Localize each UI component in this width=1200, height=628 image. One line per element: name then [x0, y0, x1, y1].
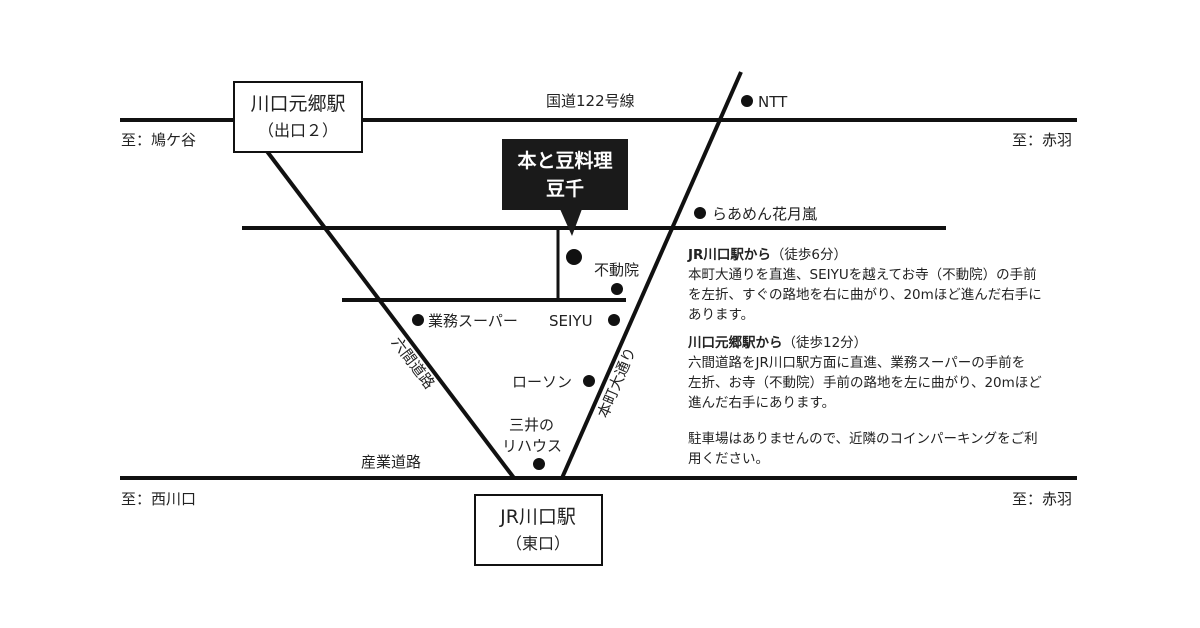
honcho-road	[560, 71, 743, 479]
directions-panel: JR川口駅から（徒歩6分） 本町大通りを直進、SEIYUを越えてお寺（不動院）の…	[688, 245, 1088, 469]
shop-name-line1: 本と豆料理	[517, 149, 612, 172]
motogo-station-exit: （出口２）	[258, 121, 338, 140]
route-122-label: 国道122号線	[546, 92, 635, 110]
kawaguchi-station-exit: （東口）	[506, 534, 570, 553]
parking-note-line: 用ください。	[688, 451, 769, 467]
mitsui-marker	[533, 458, 545, 470]
mitsui-label-line2: リハウス	[502, 437, 562, 455]
jr-directions-line: を左折、すぐの路地を右に曲がり、20mほど進んだ右手に	[688, 287, 1042, 303]
motogo-directions-line: 進んだ右手にあります。	[688, 395, 836, 411]
shop-location-marker	[566, 249, 582, 265]
sangyo-road-label: 産業道路	[361, 453, 421, 471]
ramen-marker	[694, 207, 706, 219]
jr-directions-line: 本町大通りを直進、SEIYUを越えてお寺（不動院）の手前	[688, 267, 1037, 283]
to-nishikawaguchi-label: 至：西川口	[121, 490, 196, 508]
kawaguchi-station: JR川口駅 （東口）	[474, 494, 603, 566]
jr-directions-heading: JR川口駅から（徒歩6分）	[688, 247, 848, 263]
parking-note-line: 駐車場はありませんので、近隣のコインパーキングをご利	[688, 431, 1038, 447]
motogo-station-name: 川口元郷駅	[250, 93, 345, 115]
seiyu-label: SEIYU	[549, 312, 593, 330]
to-akabane-top-label: 至：赤羽	[1012, 131, 1072, 149]
ramen-label: らあめん花月嵐	[712, 205, 817, 223]
gyomu-label: 業務スーパー	[428, 312, 518, 330]
ntt-label: NTT	[758, 93, 788, 111]
lawson-marker	[583, 375, 595, 387]
shop-callout: 本と豆料理 豆千	[502, 139, 628, 236]
ntt-marker	[741, 95, 753, 107]
motogo-directions-line: 六間道路をJR川口駅方面に直進、業務スーパーの手前を	[688, 355, 1026, 371]
motogo-directions-heading: 川口元郷駅から（徒歩12分）	[688, 335, 868, 351]
mitsui-label-line1: 三井の	[509, 416, 554, 434]
gyomu-marker	[412, 314, 424, 326]
to-hatogaya-label: 至：鳩ケ谷	[121, 131, 196, 149]
seiyu-marker	[608, 314, 620, 326]
to-akabane-bottom-label: 至：赤羽	[1012, 490, 1072, 508]
lawson-label: ローソン	[512, 373, 572, 391]
fudoin-marker	[611, 283, 623, 295]
shop-name-line2: 豆千	[546, 178, 584, 200]
kawaguchi-station-name: JR川口駅	[499, 506, 576, 528]
jr-directions-line: あります。	[688, 307, 755, 323]
motogo-station: 川口元郷駅 （出口２）	[233, 81, 363, 153]
motogo-directions-line: 左折、お寺（不動院）手前の路地を左に曲がり、20mほど	[688, 375, 1042, 391]
fudoin-label: 不動院	[594, 261, 639, 279]
rokken-road	[264, 148, 516, 480]
